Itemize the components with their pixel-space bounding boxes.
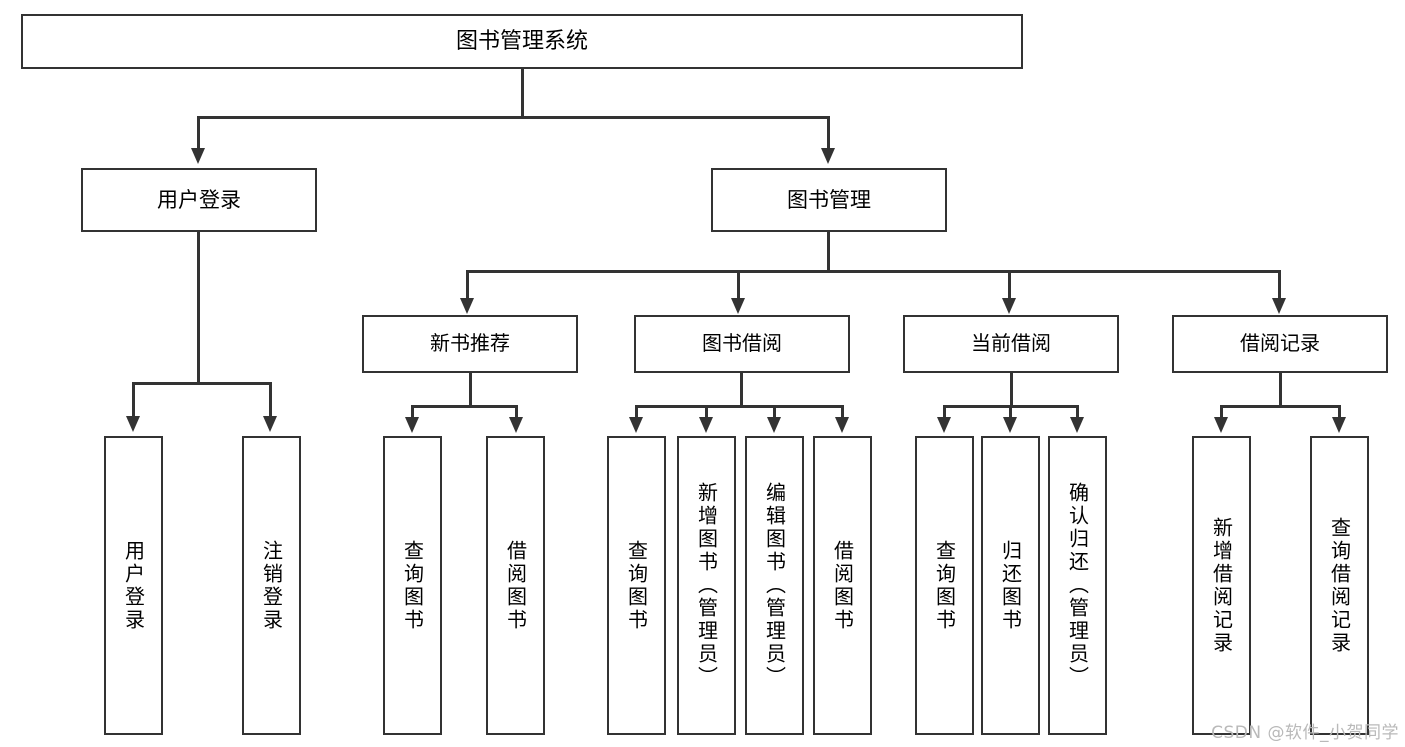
arrowhead-book-borrow (731, 298, 745, 314)
connector-drop-leaf-logout (269, 382, 272, 418)
connector-book-borrow-bus (635, 405, 843, 408)
leaf-label: 新增借阅记录 (1209, 516, 1234, 655)
connector-root-stem (521, 69, 524, 116)
leaf-label: 借阅图书 (503, 539, 528, 632)
arrowhead-leaf-cb-2 (1003, 417, 1017, 433)
leaf-label: 新增图书（管理员） (694, 482, 719, 689)
arrowhead-leaf-logout (263, 416, 277, 432)
leaf-label: 查询图书 (624, 539, 649, 632)
leaf-borrow-book-nb[interactable]: 借阅图书 (486, 436, 545, 735)
leaf-confirm-return-admin[interactable]: 确认归还（管理员） (1048, 436, 1107, 735)
leaf-borrow-book-bb[interactable]: 借阅图书 (813, 436, 872, 735)
node-current-borrow[interactable]: 当前借阅 (903, 315, 1119, 373)
connector-drop-leaf-cb-3 (1076, 405, 1079, 419)
connector-drop-leaf-user-login (132, 382, 135, 418)
arrowhead-leaf-cb-1 (937, 417, 951, 433)
arrowhead-leaf-user-login (126, 416, 140, 432)
node-book-management[interactable]: 图书管理 (711, 168, 947, 232)
connector-drop-leaf-nb-2 (515, 405, 518, 419)
connector-drop-leaf-bb-2 (705, 405, 708, 419)
connector-drop-book-manage (827, 116, 830, 150)
connector-drop-leaf-bb-1 (635, 405, 638, 419)
connector-user-login-stem (197, 232, 200, 384)
connector-drop-leaf-bb-3 (773, 405, 776, 419)
connector-book-manage-stem (827, 232, 830, 272)
node-label: 图书借阅 (702, 331, 782, 356)
arrowhead-leaf-bb-3 (767, 417, 781, 433)
node-root-system[interactable]: 图书管理系统 (21, 14, 1023, 69)
leaf-label: 注销登录 (259, 539, 284, 632)
arrowhead-current-borrow (1002, 298, 1016, 314)
leaf-label: 归还图书 (998, 539, 1023, 632)
leaf-query-book-nb[interactable]: 查询图书 (383, 436, 442, 735)
node-new-book-recommend[interactable]: 新书推荐 (362, 315, 578, 373)
connector-drop-book-borrow (737, 270, 740, 300)
node-borrow-record[interactable]: 借阅记录 (1172, 315, 1388, 373)
arrowhead-leaf-br-1 (1214, 417, 1228, 433)
arrowhead-user-login (191, 148, 205, 164)
leaf-query-book-bb[interactable]: 查询图书 (607, 436, 666, 735)
leaf-label: 编辑图书（管理员） (762, 482, 787, 689)
connector-drop-leaf-cb-1 (943, 405, 946, 419)
connector-drop-leaf-br-1 (1220, 405, 1223, 419)
node-label: 当前借阅 (971, 331, 1051, 356)
connector-level2-bus (466, 270, 1280, 273)
node-user-login[interactable]: 用户登录 (81, 168, 317, 232)
leaf-logout[interactable]: 注销登录 (242, 436, 301, 735)
leaf-add-borrow-record[interactable]: 新增借阅记录 (1192, 436, 1251, 735)
node-label: 图书管理系统 (455, 28, 588, 54)
arrowhead-leaf-nb-2 (509, 417, 523, 433)
leaf-query-borrow-record[interactable]: 查询借阅记录 (1310, 436, 1369, 735)
node-label: 用户登录 (157, 187, 241, 212)
node-label: 借阅记录 (1240, 331, 1320, 356)
connector-drop-leaf-bb-4 (841, 405, 844, 419)
connector-new-book-stem (469, 373, 472, 407)
connector-drop-user-login (197, 116, 200, 150)
leaf-label: 确认归还（管理员） (1065, 482, 1090, 689)
connector-drop-current-borrow (1008, 270, 1011, 300)
node-label: 图书管理 (787, 187, 871, 212)
leaf-label: 查询图书 (932, 539, 957, 632)
connector-drop-leaf-br-2 (1338, 405, 1341, 419)
connector-level1-bus (197, 116, 827, 119)
arrowhead-new-book (460, 298, 474, 314)
arrowhead-leaf-nb-1 (405, 417, 419, 433)
connector-drop-borrow-record (1278, 270, 1281, 300)
arrowhead-leaf-bb-4 (835, 417, 849, 433)
leaf-label: 用户登录 (121, 539, 146, 632)
arrowhead-book-manage (821, 148, 835, 164)
arrowhead-leaf-bb-1 (629, 417, 643, 433)
connector-user-login-bus (132, 382, 271, 385)
arrowhead-leaf-cb-3 (1070, 417, 1084, 433)
arrowhead-leaf-br-2 (1332, 417, 1346, 433)
leaf-user-login[interactable]: 用户登录 (104, 436, 163, 735)
connector-drop-leaf-cb-2 (1009, 405, 1012, 419)
connector-current-borrow-stem (1010, 373, 1013, 407)
leaf-return-book[interactable]: 归还图书 (981, 436, 1040, 735)
connector-drop-new-book (466, 270, 469, 300)
leaf-query-book-cb[interactable]: 查询图书 (915, 436, 974, 735)
leaf-label: 查询借阅记录 (1327, 516, 1352, 655)
arrowhead-borrow-record (1272, 298, 1286, 314)
arrowhead-leaf-bb-2 (699, 417, 713, 433)
leaf-label: 借阅图书 (830, 539, 855, 632)
leaf-add-book-admin[interactable]: 新增图书（管理员） (677, 436, 736, 735)
connector-book-borrow-stem (740, 373, 743, 407)
connector-new-book-bus (411, 405, 517, 408)
leaf-edit-book-admin[interactable]: 编辑图书（管理员） (745, 436, 804, 735)
node-book-borrow[interactable]: 图书借阅 (634, 315, 850, 373)
connector-drop-leaf-nb-1 (411, 405, 414, 419)
leaf-label: 查询图书 (400, 539, 425, 632)
connector-borrow-record-stem (1279, 373, 1282, 407)
node-label: 新书推荐 (430, 331, 510, 356)
connector-borrow-record-bus (1220, 405, 1340, 408)
